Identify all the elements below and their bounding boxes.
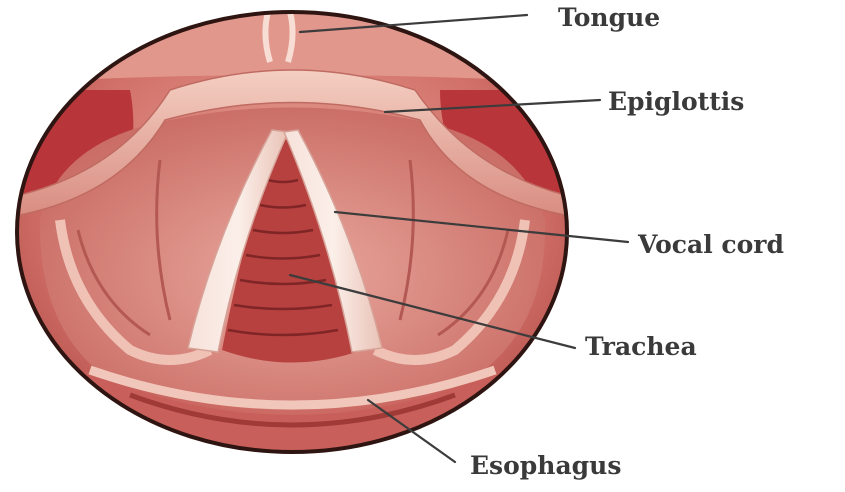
vocal-cord-label: Vocal cord: [637, 230, 784, 259]
trachea-label: Trachea: [585, 332, 697, 361]
epiglottis-label: Epiglottis: [608, 87, 744, 116]
tongue-label: Tongue: [558, 3, 660, 32]
esophagus-label: Esophagus: [470, 451, 621, 480]
